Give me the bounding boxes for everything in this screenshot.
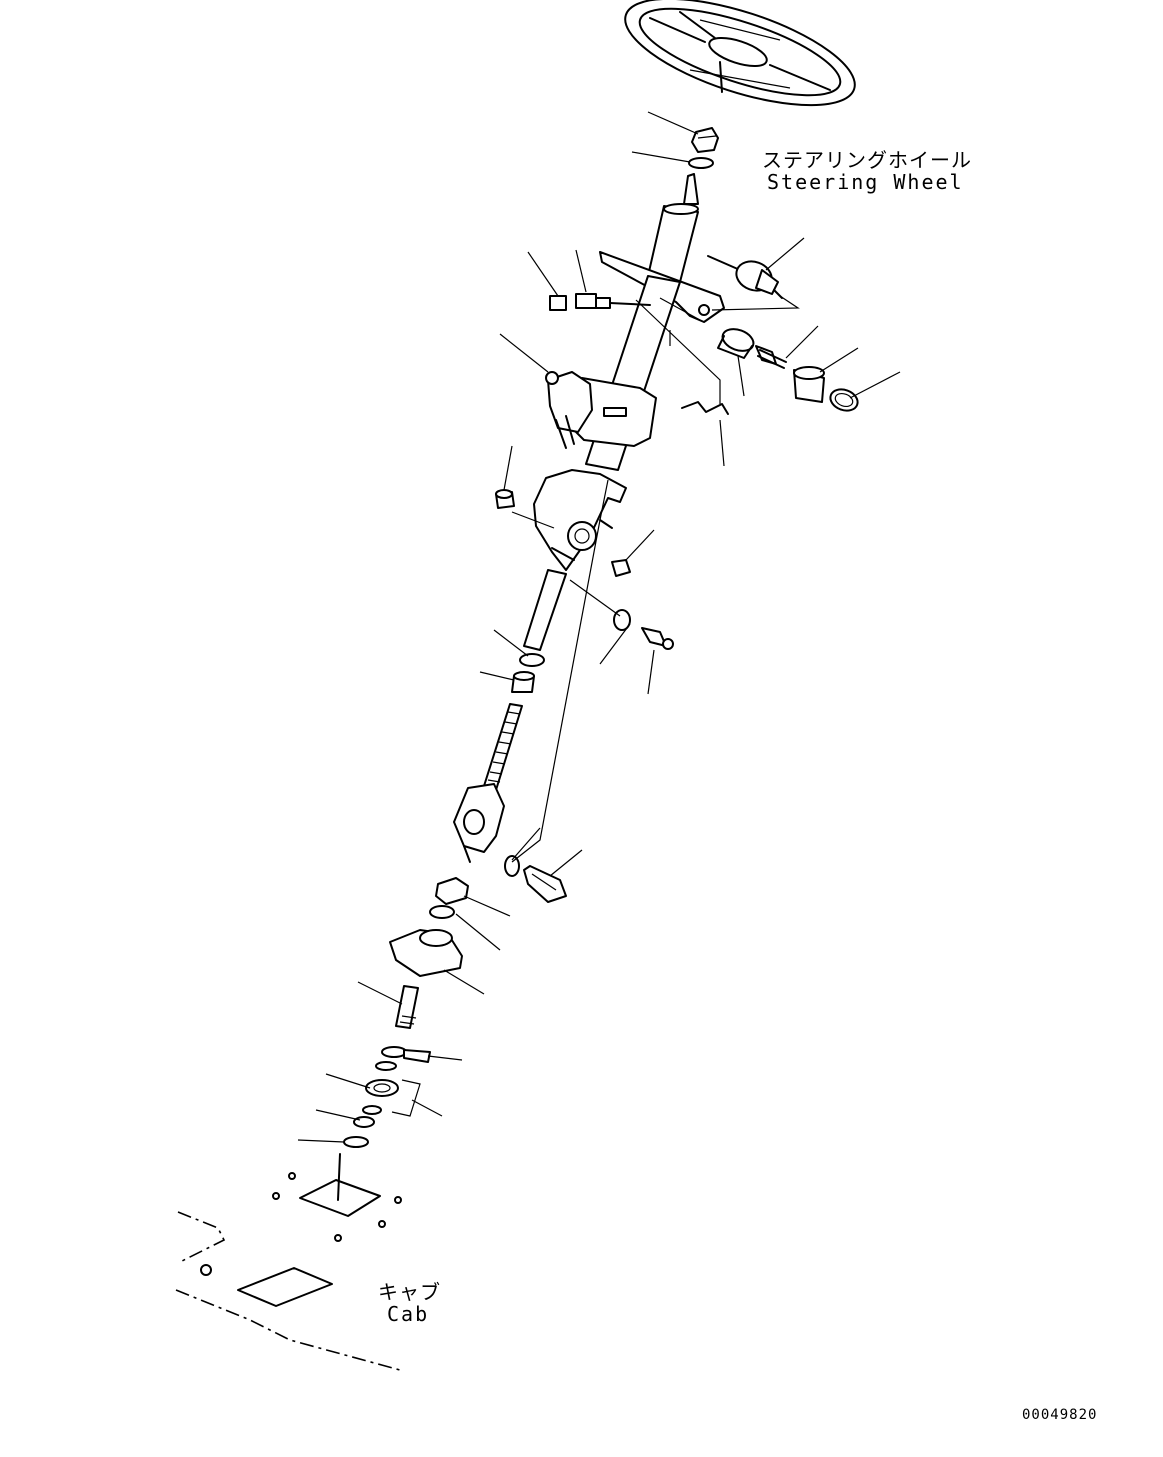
ring-lower xyxy=(429,905,455,919)
bearing-flange xyxy=(389,929,463,977)
switch-block xyxy=(545,371,657,449)
upper-universal-joint xyxy=(533,469,627,571)
bushing xyxy=(511,671,535,693)
cab-floor xyxy=(175,1153,402,1371)
spring-clip xyxy=(681,401,729,415)
knob xyxy=(793,366,825,403)
bolt-lower xyxy=(523,865,567,903)
nut-right xyxy=(611,559,631,577)
assembly-lines xyxy=(511,295,800,863)
cab-label-jp: キャブ xyxy=(378,1280,441,1304)
steering-wheel-label-en: Steering Wheel xyxy=(767,170,964,194)
connector-with-wire xyxy=(575,293,651,309)
connector-small xyxy=(549,295,567,311)
steering-wheel xyxy=(624,0,856,107)
cap-bolt-left xyxy=(495,489,515,509)
document-number: 00049820 xyxy=(1022,1407,1098,1423)
lower-universal-joint xyxy=(453,783,505,863)
snap-ring-lower xyxy=(504,855,520,877)
splined-shaft xyxy=(483,703,523,791)
washer xyxy=(688,157,714,169)
collar-lower xyxy=(435,877,469,905)
knob-cap xyxy=(829,388,859,412)
cab-label-en: Cab xyxy=(387,1302,430,1326)
steering-wheel-label-jp: ステアリングホイール xyxy=(762,148,972,172)
shaft-top xyxy=(683,173,699,205)
nut xyxy=(691,127,719,153)
collar xyxy=(717,328,755,359)
rotary-switch xyxy=(707,255,783,299)
leader-lines xyxy=(297,111,901,1143)
lower-shaft xyxy=(523,569,567,651)
upper-column-tube xyxy=(647,203,699,283)
pinion-shaft xyxy=(395,985,419,1029)
ring-upper xyxy=(519,653,545,667)
snap-ring xyxy=(613,609,631,631)
grease-fitting xyxy=(641,627,674,650)
bolt-upper xyxy=(755,345,787,369)
seal-set xyxy=(343,1046,431,1148)
